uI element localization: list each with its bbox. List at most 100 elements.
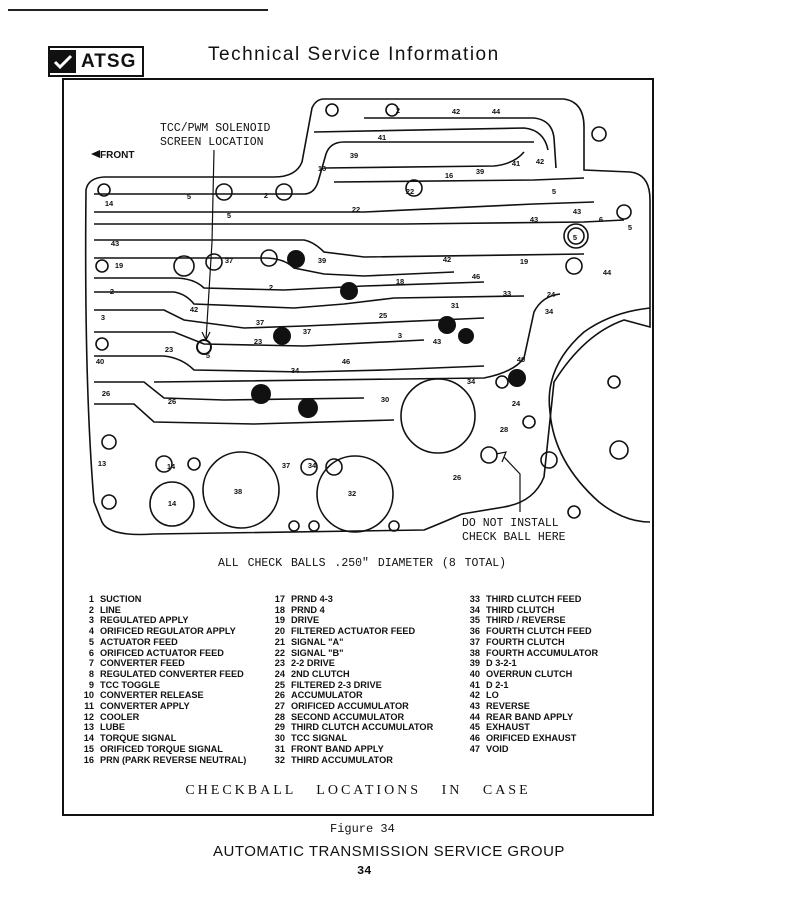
passage-number-label: 38 bbox=[234, 487, 242, 496]
legend-number: 29 bbox=[274, 722, 285, 733]
passage-number-label: 44 bbox=[603, 268, 612, 277]
passage-number-label: 34 bbox=[308, 461, 317, 470]
legend-item: 18 PRND 4 bbox=[267, 605, 433, 616]
legend-number: 11 bbox=[84, 701, 94, 712]
passage-number-label: 40 bbox=[517, 355, 525, 364]
legend-text: FOURTH CLUTCH FEED bbox=[486, 626, 592, 637]
legend-number: 22 bbox=[274, 647, 285, 658]
legend-item: 10 CONVERTER RELEASE bbox=[76, 690, 246, 701]
figure-caption: CHECKBALL LOCATIONS IN CASE bbox=[185, 783, 531, 798]
legend-number: 7 bbox=[88, 658, 94, 669]
legend-number: 4 bbox=[88, 626, 94, 637]
legend-text: LUBE bbox=[100, 722, 126, 733]
legend-text: TORQUE SIGNAL bbox=[100, 733, 177, 744]
passage-number-label: 34 bbox=[545, 307, 554, 316]
passage-number-label: 19 bbox=[520, 257, 528, 266]
figure-label: Figure 34 bbox=[330, 822, 395, 836]
passage-number-label: 43 bbox=[530, 215, 538, 224]
no-checkball-callout: DO NOT INSTALL CHECK BALL HERE bbox=[462, 517, 566, 544]
legend-item: 11 CONVERTER APPLY bbox=[76, 701, 246, 712]
legend-number: 10 bbox=[83, 690, 94, 701]
legend-text: SIGNAL "A" bbox=[291, 636, 344, 647]
legend-number: 20 bbox=[274, 626, 285, 637]
legend-number: 18 bbox=[274, 604, 285, 615]
legend-number: 2 bbox=[88, 604, 94, 615]
legend-text: CONVERTER APPLY bbox=[100, 701, 190, 712]
legend-text: TCC TOGGLE bbox=[100, 679, 161, 690]
legend-number: 12 bbox=[83, 711, 94, 722]
legend-number: 6 bbox=[88, 647, 94, 658]
legend-number: 30 bbox=[274, 733, 285, 744]
legend-number: 41 bbox=[469, 679, 480, 690]
legend-number: 17 bbox=[274, 594, 285, 604]
legend-text: THIRD ACCUMULATOR bbox=[291, 754, 393, 765]
passage-number-label: 16 bbox=[318, 164, 326, 173]
legend-text: FOURTH ACCUMULATOR bbox=[486, 647, 599, 658]
legend-number: 26 bbox=[274, 690, 285, 701]
passage-number-label: 2 bbox=[269, 283, 273, 292]
passage-number-label: 6 bbox=[599, 215, 603, 224]
passage-number-label: 13 bbox=[98, 459, 106, 468]
legend-text: ORIFICED TORQUE SIGNAL bbox=[100, 743, 223, 754]
legend-number: 3 bbox=[88, 615, 94, 626]
legend-number: 32 bbox=[274, 754, 285, 765]
passage-number-label: 26 bbox=[453, 473, 461, 482]
passage-number-label: 41 bbox=[512, 159, 520, 168]
legend-text: ORIFICED ACTUATOR FEED bbox=[100, 647, 224, 658]
passage-number-label: 26 bbox=[102, 389, 110, 398]
passage-number-label: 5 bbox=[227, 211, 231, 220]
passage-number-label: 30 bbox=[381, 395, 389, 404]
legend-text: FILTERED ACTUATOR FEED bbox=[291, 626, 416, 637]
passage-number-label: 25 bbox=[379, 311, 387, 320]
legend-text: ORIFICED ACCUMULATOR bbox=[291, 701, 409, 712]
legend-text: THIRD CLUTCH bbox=[486, 604, 555, 615]
legend-text: SUCTION bbox=[100, 594, 142, 604]
legend-text: ORIFICED EXHAUST bbox=[486, 733, 577, 744]
legend-text: PRND 4 bbox=[291, 604, 325, 615]
legend-number: 8 bbox=[88, 668, 94, 679]
legend-text: REAR BAND APPLY bbox=[486, 711, 574, 722]
passage-number-label: 19 bbox=[115, 261, 123, 270]
legend-number: 38 bbox=[469, 647, 480, 658]
legend-number: 40 bbox=[469, 668, 480, 679]
passage-number-label: 22 bbox=[352, 205, 360, 214]
legend-number: 39 bbox=[469, 658, 480, 669]
passage-number-label: 18 bbox=[396, 277, 404, 286]
legend-text: SIGNAL "B" bbox=[291, 647, 344, 658]
passage-number-label: 37 bbox=[225, 256, 233, 265]
passage-number-label: 39 bbox=[350, 151, 358, 160]
legend-text: CONVERTER RELEASE bbox=[100, 690, 204, 701]
front-label: FRONT bbox=[100, 150, 135, 161]
legend-number: 42 bbox=[469, 690, 480, 701]
passage-number-label: 33 bbox=[503, 289, 511, 298]
legend-number: 16 bbox=[83, 754, 94, 765]
legend-number: 27 bbox=[274, 701, 285, 712]
legend-item: 27 ORIFICED ACCUMULATOR bbox=[267, 701, 433, 712]
top-rule bbox=[8, 9, 268, 11]
footer-org: AUTOMATIC TRANSMISSION SERVICE GROUP bbox=[213, 843, 565, 860]
legend-text: 2ND CLUTCH bbox=[291, 668, 350, 679]
passage-number-label: 5 bbox=[628, 223, 632, 232]
legend-text: ACCUMULATOR bbox=[291, 690, 363, 701]
passage-number-label: 16 bbox=[445, 171, 453, 180]
legend-number: 37 bbox=[469, 636, 480, 647]
figure-frame bbox=[62, 78, 654, 816]
passage-number-label: 5 bbox=[206, 351, 210, 360]
